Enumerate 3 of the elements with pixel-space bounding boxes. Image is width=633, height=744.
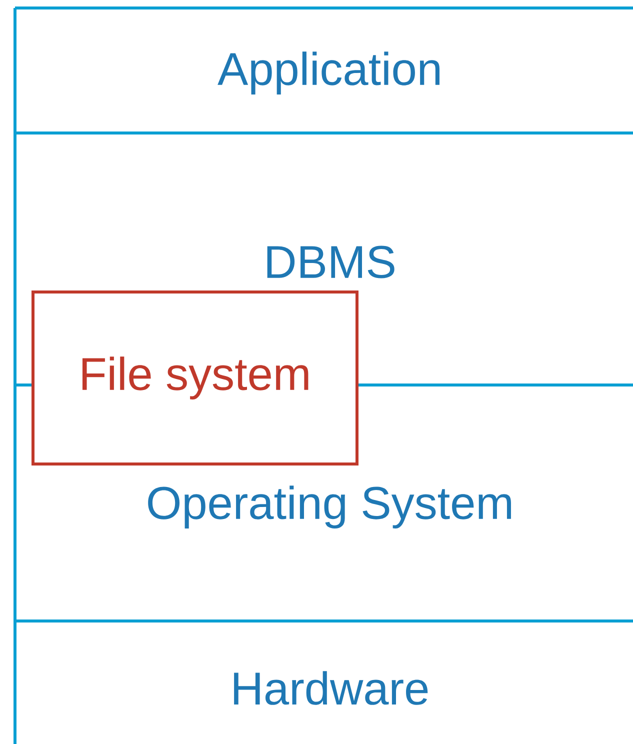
component-box: File system <box>32 290 358 466</box>
layer-band: Application <box>14 6 633 133</box>
layer-band: Hardware <box>14 620 633 744</box>
